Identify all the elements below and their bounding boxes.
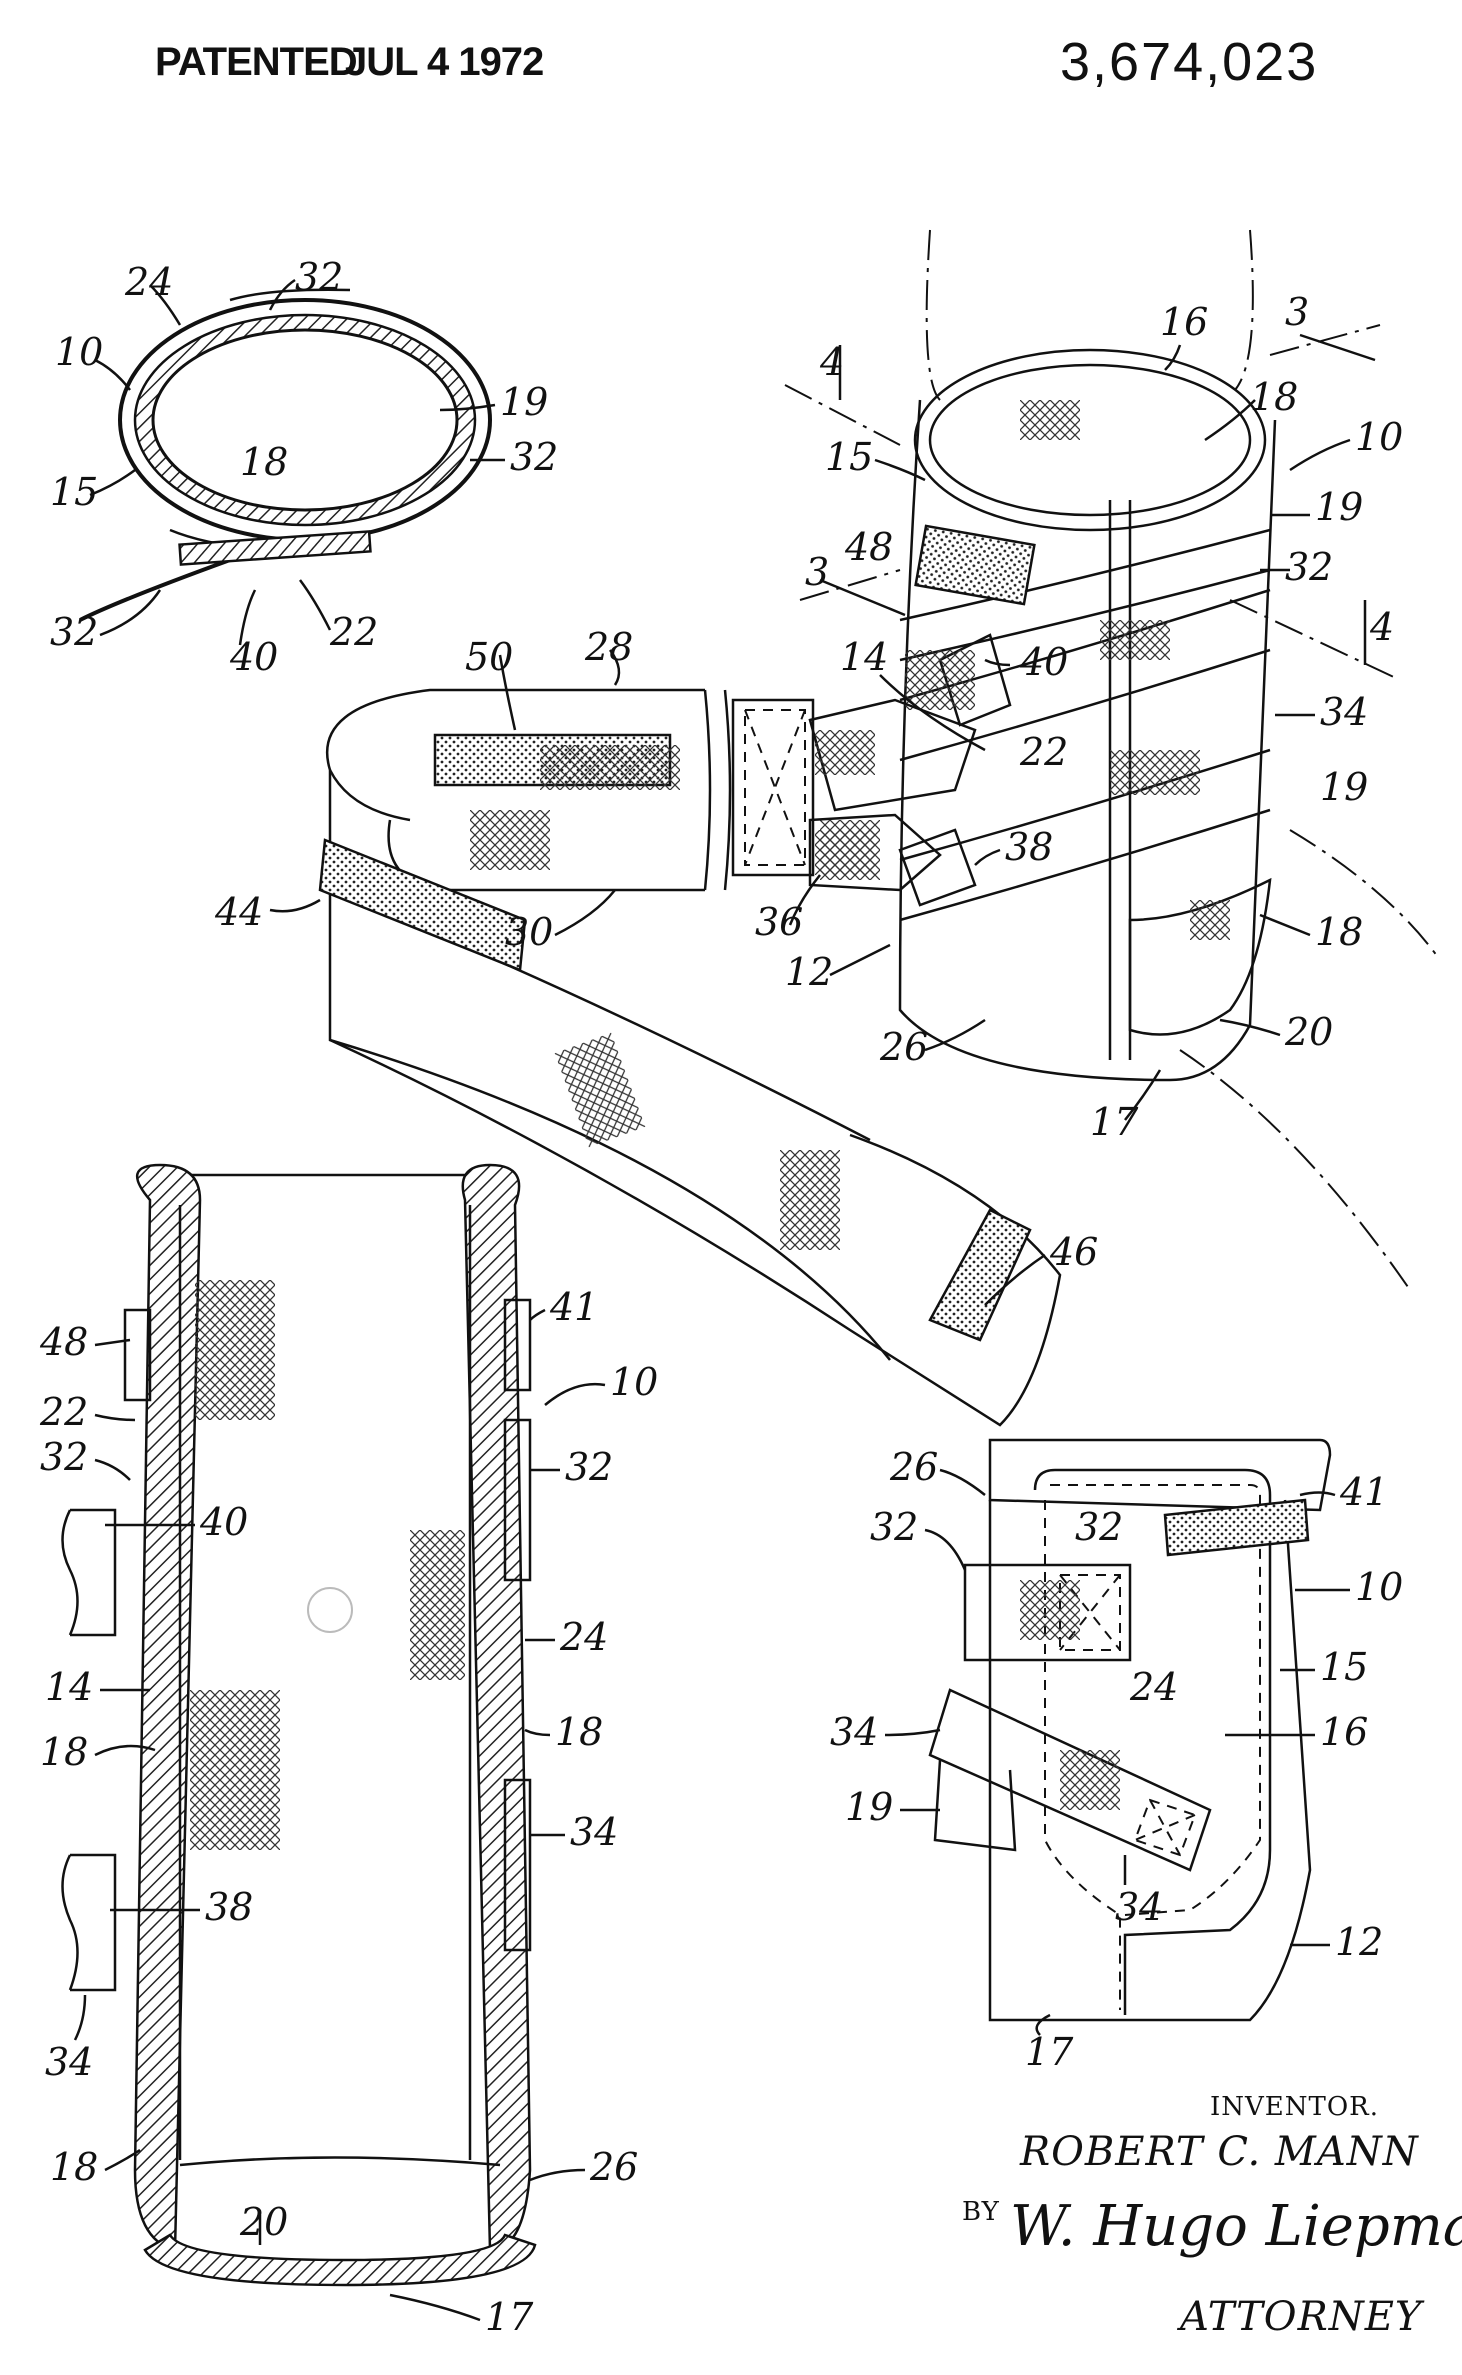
fig1-ref-15: 15 <box>50 470 98 514</box>
fig2-ref-20: 20 <box>1284 1010 1333 1054</box>
fig4-ref-15: 15 <box>1320 1645 1368 1689</box>
fig4-ref-32b: 32 <box>1075 1505 1123 1549</box>
attorney-label: ATTORNEY <box>1176 2294 1425 2340</box>
fig2-ref-32: 32 <box>1285 545 1333 589</box>
figure-4-leaders <box>884 1468 1350 2036</box>
patented-label: PATENTED <box>155 40 357 84</box>
inventor-name: ROBERT C. MANN <box>1019 2129 1420 2175</box>
fig2-ref-19b: 19 <box>1320 765 1368 809</box>
fig2-ref-48: 48 <box>844 525 893 569</box>
fig3-ref-34b: 34 <box>45 2040 93 2084</box>
fig2-ref-46: 46 <box>1049 1230 1098 1274</box>
fig1-ref-24: 24 <box>124 260 173 304</box>
fig4-ref-41: 41 <box>1339 1470 1388 1514</box>
fig1-ref-32a: 32 <box>295 255 343 299</box>
fig2-ref-40: 40 <box>1019 640 1068 684</box>
fig2-ref-18b: 18 <box>1315 910 1363 954</box>
fig4-ref-17: 17 <box>1025 2030 1074 2074</box>
fig3-ref-34a: 34 <box>570 1810 618 1854</box>
fig2-ref-34: 34 <box>1320 690 1368 734</box>
fig3-ref-18b: 18 <box>555 1710 603 1754</box>
figure-4-side-view <box>928 1438 1332 2022</box>
fig2-ref-36: 36 <box>755 900 803 944</box>
fig2-ref-16: 16 <box>1160 300 1208 344</box>
fig3-ref-18c: 18 <box>50 2145 98 2189</box>
fig3-ref-26: 26 <box>589 2145 638 2189</box>
fig2-ref-19a: 19 <box>1315 485 1363 529</box>
fig3-ref-48: 48 <box>39 1320 88 1364</box>
fig3-ref-40: 40 <box>199 1500 248 1544</box>
fig4-ref-12: 12 <box>1335 1920 1383 1964</box>
fig4-ref-34a: 34 <box>830 1710 878 1754</box>
figure-1-ring-section <box>79 288 492 622</box>
figure-3-reference-labels: 48 41 10 22 32 32 40 24 14 18 18 34 38 3… <box>39 1285 658 2339</box>
inventor-label: INVENTOR. <box>1210 2092 1379 2122</box>
fig2-ref-17: 17 <box>1090 1100 1139 1144</box>
fig3-ref-17: 17 <box>485 2295 534 2339</box>
signature-block: INVENTOR. ROBERT C. MANN BY W. Hugo Liep… <box>962 2092 1462 2340</box>
patent-date: JUL 4 1972 <box>345 40 543 84</box>
fig1-ref-10: 10 <box>55 330 103 374</box>
fig1-ref-40: 40 <box>229 635 278 679</box>
attorney-signature: W. Hugo Liepmann <box>1010 2194 1462 2259</box>
fig1-ref-18: 18 <box>240 440 288 484</box>
fig4-ref-10: 10 <box>1355 1565 1403 1609</box>
fig4-ref-24: 24 <box>1129 1665 1178 1709</box>
figure-1-leaders <box>89 278 506 646</box>
fig2-ref-22: 22 <box>1019 730 1068 774</box>
by-label: BY <box>962 2197 1000 2227</box>
fig2-ref-26: 26 <box>879 1025 928 1069</box>
figure-2-leaders <box>269 333 1376 1306</box>
fig2-ref-38: 38 <box>1005 825 1053 869</box>
fig3-ref-10: 10 <box>610 1360 658 1404</box>
fig3-ref-32a: 32 <box>40 1435 88 1479</box>
fig4-ref-19: 19 <box>845 1785 893 1829</box>
fig1-ref-19: 19 <box>500 380 548 424</box>
fig1-ref-22: 22 <box>329 610 378 654</box>
patent-number: 3,674,023 <box>1060 32 1318 92</box>
fig3-ref-32b: 32 <box>565 1445 613 1489</box>
figure-4-reference-labels: 26 41 32 32 10 24 15 16 34 19 34 12 17 <box>830 1445 1403 2074</box>
figure-1-reference-labels: 24 32 10 19 32 15 18 32 40 22 <box>50 255 558 679</box>
fig1-ref-32b: 32 <box>510 435 558 479</box>
fig2-ref-30: 30 <box>505 910 553 954</box>
fig2-ref-12: 12 <box>785 950 833 994</box>
fig2-ref-28: 28 <box>584 625 633 669</box>
fig2-ref-3b: 3 <box>805 550 829 594</box>
header: PATENTED JUL 4 1972 3,674,023 <box>155 32 1318 92</box>
figure-3-longitudinal-section <box>61 1163 537 2287</box>
figure-3-leaders <box>73 1308 606 2322</box>
fig2-ref-44: 44 <box>214 890 263 934</box>
figure-2-perspective-view <box>318 229 1441 1427</box>
fig3-ref-41: 41 <box>549 1285 598 1329</box>
fig4-ref-16: 16 <box>1320 1710 1368 1754</box>
fig3-ref-38: 38 <box>205 1885 253 1929</box>
fig3-ref-24: 24 <box>559 1615 608 1659</box>
fig3-ref-14: 14 <box>45 1665 93 1709</box>
fig2-ref-15: 15 <box>825 435 873 479</box>
fig2-ref-10: 10 <box>1355 415 1403 459</box>
fig3-ref-22: 22 <box>39 1390 88 1434</box>
figure-2-reference-labels: 16 3 4 18 10 15 19 48 3 32 4 14 40 34 22… <box>214 290 1403 1274</box>
fig2-ref-50: 50 <box>465 635 513 679</box>
fig1-ref-32c: 32 <box>50 610 98 654</box>
fig3-ref-20: 20 <box>239 2200 288 2244</box>
fig2-ref-18a: 18 <box>1250 375 1298 419</box>
fig4-ref-34b: 34 <box>1115 1885 1163 1929</box>
fig4-ref-32a: 32 <box>870 1505 918 1549</box>
fig2-ref-3a: 3 <box>1285 290 1309 334</box>
fig2-ref-4b: 4 <box>1369 605 1394 649</box>
fig2-ref-14: 14 <box>840 635 888 679</box>
fig4-ref-26: 26 <box>889 1445 938 1489</box>
fig3-ref-18a: 18 <box>40 1730 88 1774</box>
